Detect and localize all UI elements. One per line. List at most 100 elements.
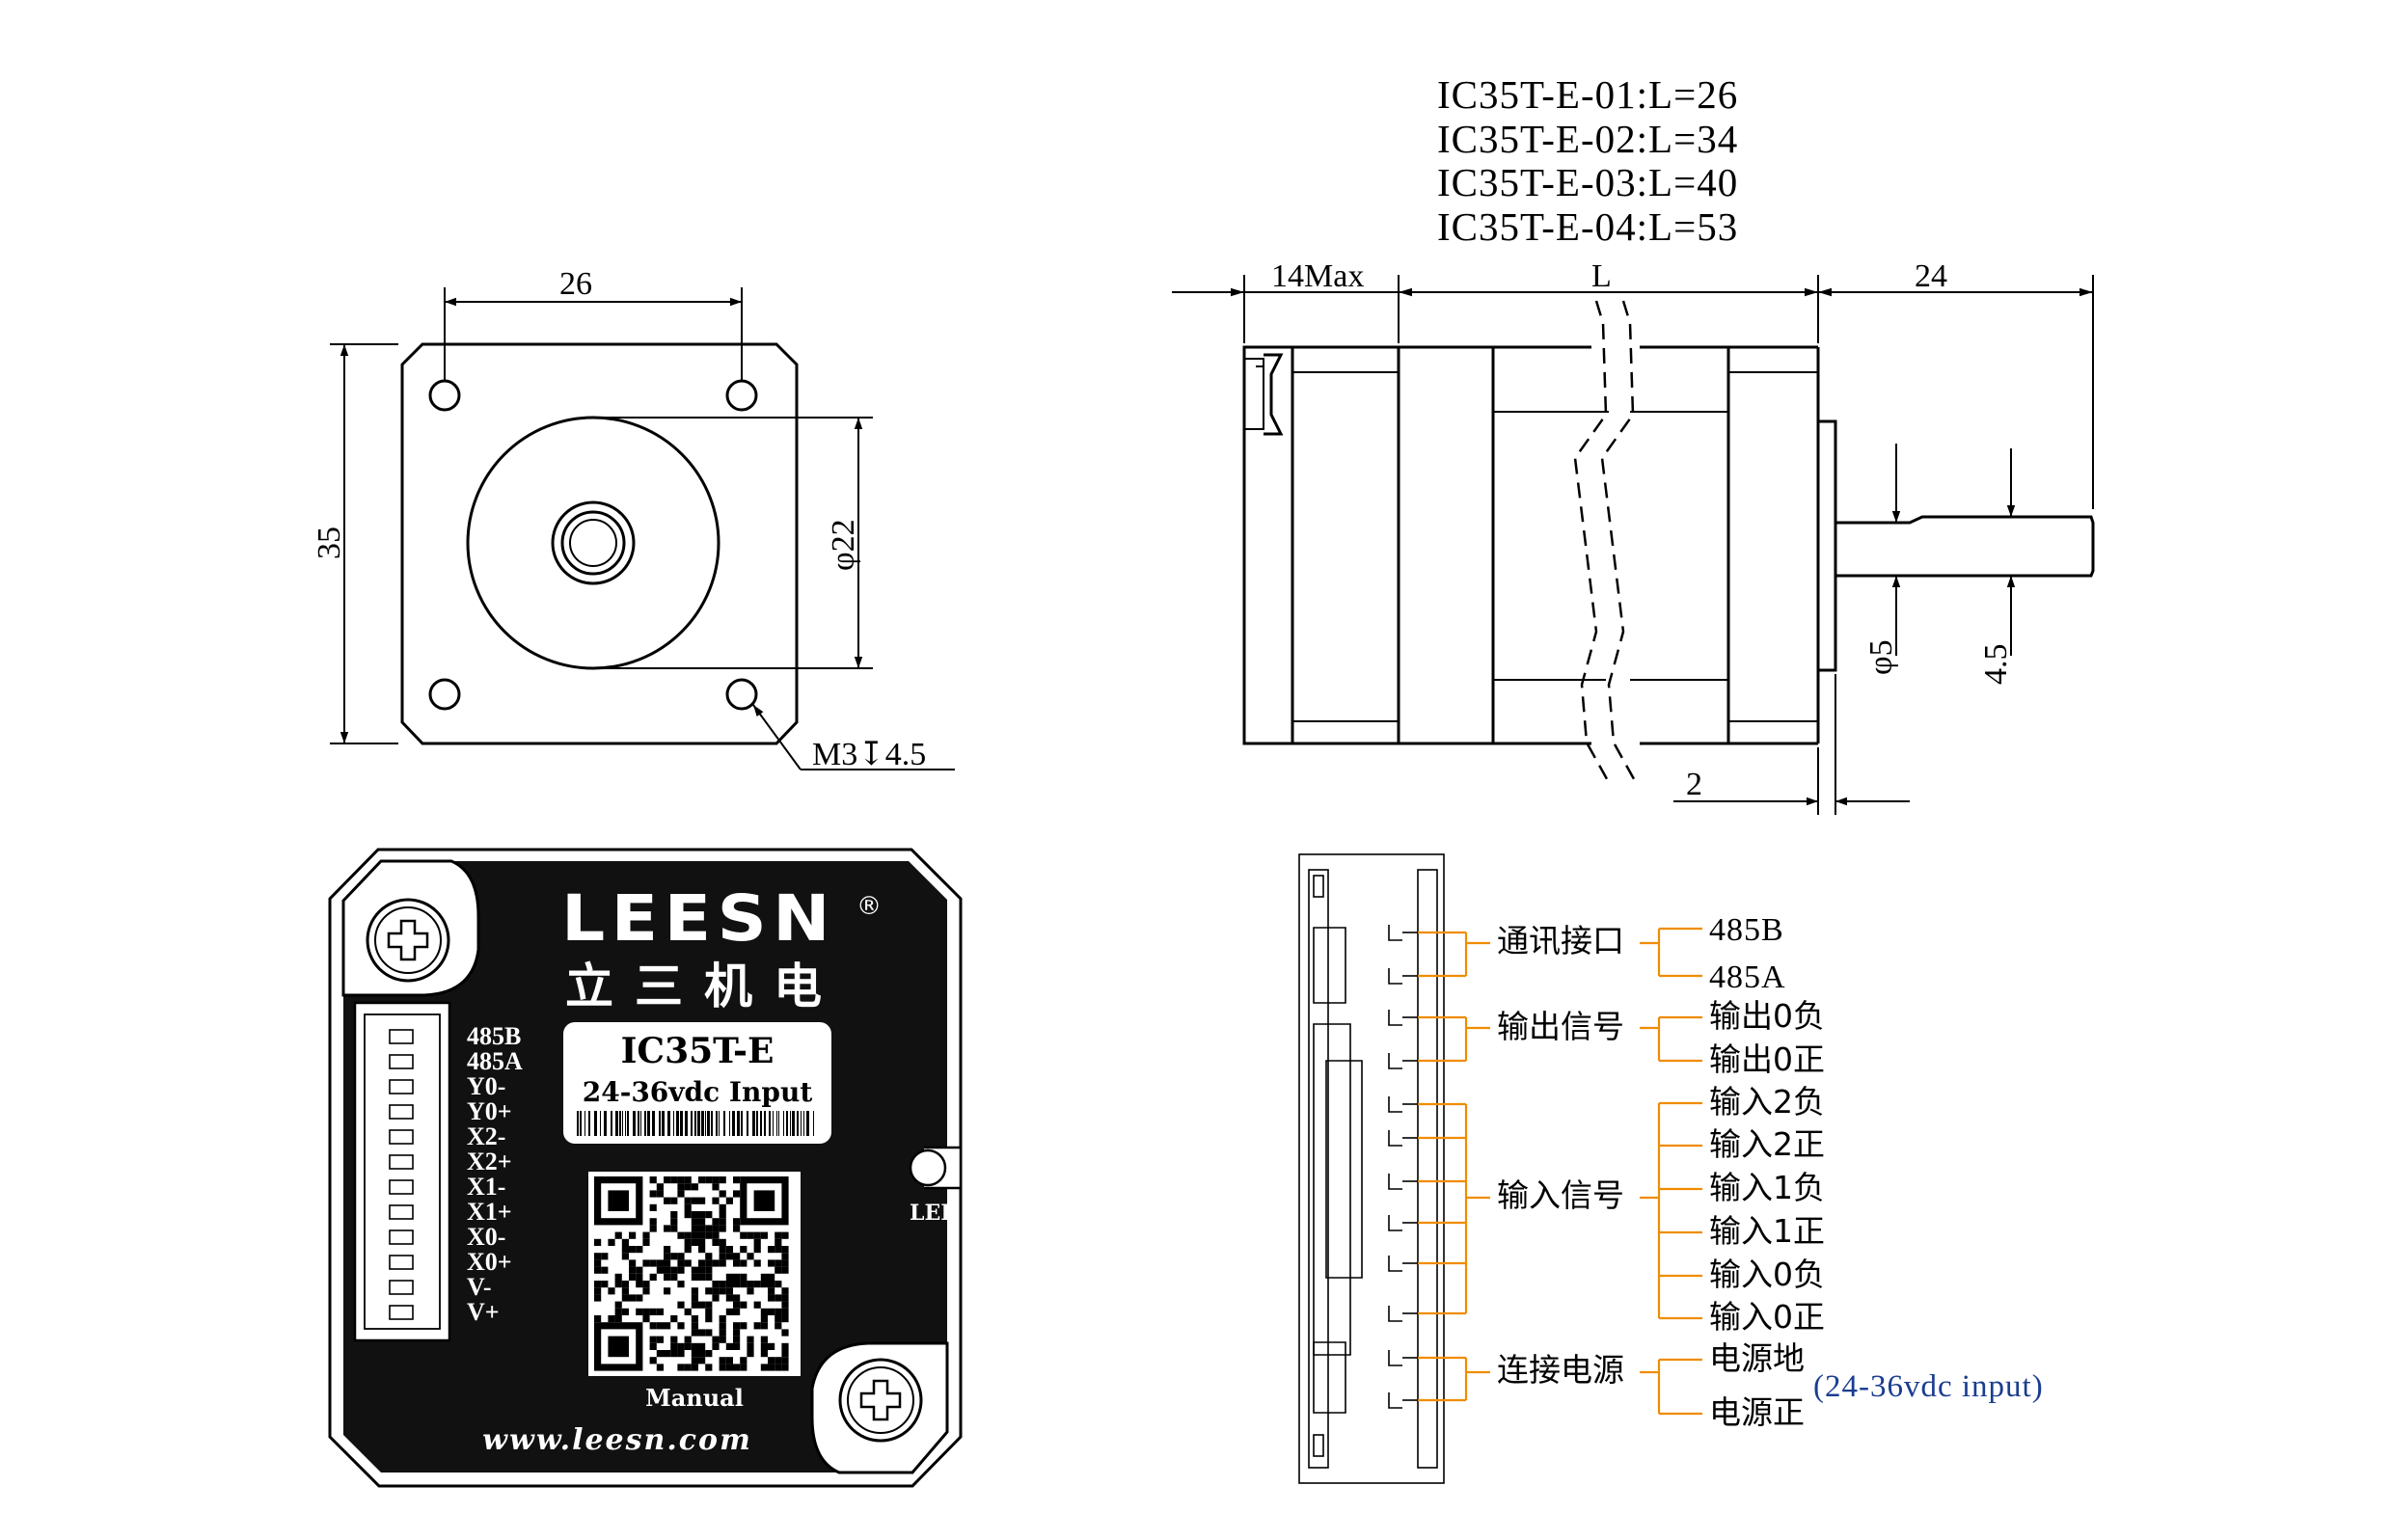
qr-module — [775, 1259, 782, 1267]
signal-label: 输出0负 — [1709, 997, 1825, 1035]
qr-module — [677, 1253, 685, 1260]
qr-module — [719, 1322, 726, 1330]
qr-module — [629, 1246, 637, 1254]
qr-module — [684, 1238, 692, 1246]
qr-module — [768, 1357, 775, 1364]
qr-module — [629, 1231, 637, 1239]
connector-pin-slots — [1388, 925, 1418, 1409]
dim-shaft-length: 24 — [1915, 258, 1947, 294]
qr-module — [656, 1308, 664, 1315]
qr-modules — [594, 1176, 789, 1371]
qr-module — [594, 1294, 602, 1302]
qr-module — [594, 1281, 602, 1288]
qr-module — [768, 1246, 775, 1254]
qr-module — [740, 1357, 748, 1364]
front-view: 26 35 φ22 M3↧4.5 — [312, 266, 955, 772]
qr-module — [677, 1183, 685, 1191]
qr-module — [691, 1342, 698, 1350]
qr-module — [670, 1225, 678, 1232]
barcode-bar — [747, 1111, 748, 1136]
barcode — [577, 1111, 814, 1136]
qr-finder-core — [608, 1336, 629, 1358]
qr-module — [775, 1266, 782, 1274]
qr-module — [642, 1259, 650, 1267]
qr-module — [636, 1308, 643, 1315]
qr-module — [712, 1287, 720, 1295]
qr-module — [705, 1273, 713, 1281]
qr-module — [594, 1315, 602, 1323]
break-line-right — [1600, 300, 1640, 787]
qr-module — [677, 1176, 685, 1184]
qr-module — [733, 1329, 741, 1337]
qr-module — [719, 1190, 726, 1198]
dim-pilot-diameter: φ22 — [826, 519, 861, 571]
qr-module — [740, 1273, 748, 1281]
qr-module — [781, 1315, 789, 1323]
qr-module — [747, 1287, 754, 1295]
barcode-bar — [676, 1111, 679, 1136]
flange-outline — [400, 342, 799, 745]
qr-module — [733, 1259, 741, 1267]
qr-module — [649, 1218, 657, 1226]
qr-module — [621, 1287, 629, 1295]
variant-02: IC35T-E-02:L=34 — [1437, 117, 1738, 161]
barcode-bar — [760, 1111, 762, 1136]
signal-label: 输入2负 — [1709, 1083, 1825, 1121]
qr-module — [642, 1281, 650, 1288]
pin-slot — [1388, 1174, 1402, 1190]
qr-module — [747, 1350, 754, 1358]
signal-label: 电源正 — [1709, 1393, 1805, 1431]
qr-module — [719, 1315, 726, 1323]
pin-slot — [1388, 1053, 1402, 1069]
qr-module — [698, 1225, 706, 1232]
qr-module — [781, 1308, 789, 1315]
qr-module — [664, 1253, 671, 1260]
connector-pinout: 通讯接口 输出信号 输入信号 连接电源 485B 485A 输出0负 输出0正 … — [1298, 853, 2044, 1484]
qr-module — [712, 1176, 720, 1184]
qr-module — [664, 1259, 671, 1267]
qr-module — [621, 1253, 629, 1260]
qr-module — [719, 1238, 726, 1246]
mount-hole-bl — [428, 678, 461, 711]
qr-module — [601, 1253, 609, 1260]
qr-module — [684, 1183, 692, 1191]
qr-module — [781, 1342, 789, 1350]
qr-module — [760, 1322, 768, 1330]
qr-module — [747, 1231, 754, 1239]
power-note: (24-36vdc input) — [1813, 1369, 2044, 1404]
qr-module — [621, 1308, 629, 1315]
qr-module — [712, 1225, 720, 1232]
barcode-bar — [716, 1111, 718, 1136]
qr-module — [614, 1231, 622, 1239]
pin-label: X0+ — [467, 1248, 512, 1276]
qr-module — [698, 1350, 706, 1358]
dim-body-length: L — [1591, 258, 1612, 294]
qr-module — [740, 1364, 748, 1371]
qr-module — [733, 1253, 741, 1260]
qr-module — [636, 1266, 643, 1274]
qr-module — [712, 1238, 720, 1246]
barcode-bar — [752, 1111, 755, 1136]
dim-flat-depth: 4.5 — [1978, 644, 2014, 686]
qr-module — [719, 1225, 726, 1232]
signal-label: 输入2正 — [1709, 1125, 1825, 1163]
variant-01: IC35T-E-01:L=26 — [1437, 72, 1738, 117]
signal-label: 输入1负 — [1709, 1169, 1825, 1206]
qr-module — [719, 1203, 726, 1211]
qr-module — [664, 1266, 671, 1274]
plate-pin-slot — [389, 1129, 414, 1145]
qr-module — [733, 1364, 741, 1371]
qr-module — [719, 1287, 726, 1295]
qr-finder-core — [753, 1190, 775, 1211]
svg-text:®: ® — [856, 892, 882, 921]
qr-module — [725, 1294, 733, 1302]
barcode-bar — [588, 1111, 590, 1136]
qr-module — [691, 1266, 698, 1274]
barcode-bar — [685, 1111, 688, 1136]
qr-module — [719, 1281, 726, 1288]
variant-04: IC35T-E-04:L=53 — [1437, 204, 1738, 249]
leesn-logo: LEESN ® — [561, 881, 882, 956]
qr-module — [649, 1225, 657, 1232]
qr-module — [684, 1246, 692, 1254]
mount-hole-br — [725, 678, 758, 711]
